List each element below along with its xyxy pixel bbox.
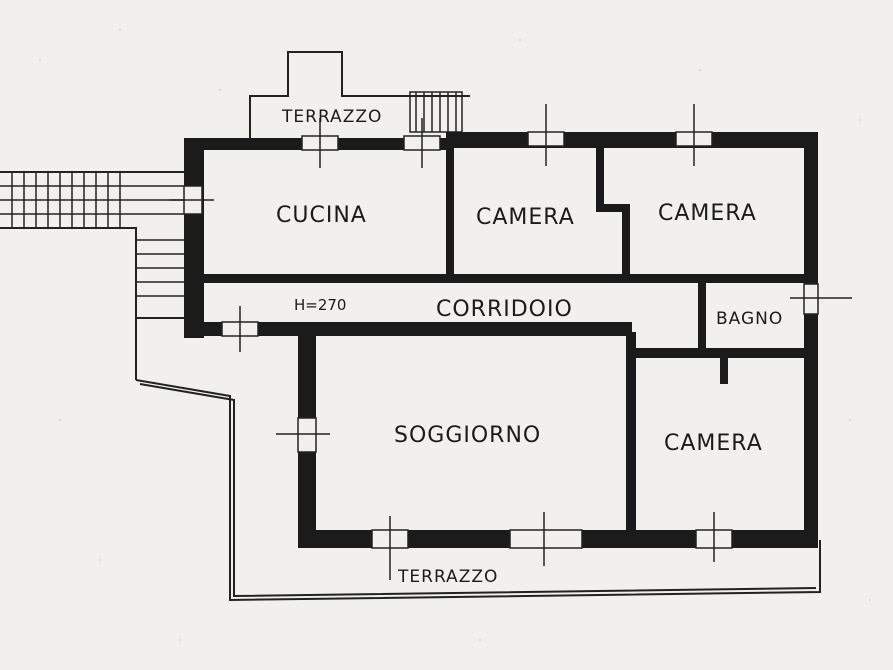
camera-1-label: CAMERA: [476, 205, 575, 230]
terrace-top: [249, 51, 470, 138]
height-note: H=270: [294, 296, 346, 314]
terrace-bottom-outline: [135, 379, 821, 602]
camera-2-label: CAMERA: [658, 201, 757, 226]
walls: [184, 132, 818, 548]
soggiorno-label: SOGGIORNO: [394, 423, 541, 448]
cucina-label: CUCINA: [276, 203, 367, 228]
windows: [170, 104, 852, 580]
corridoio-label: CORRIDOIO: [436, 297, 573, 322]
camera-3-label: CAMERA: [664, 431, 763, 456]
bagno-label: BAGNO: [716, 309, 783, 329]
terrace-top-label: TERRAZZO: [281, 107, 382, 127]
external-staircase: [0, 171, 186, 380]
paper-texture: [39, 29, 871, 641]
terrace-bottom-label: TERRAZZO: [397, 567, 498, 587]
